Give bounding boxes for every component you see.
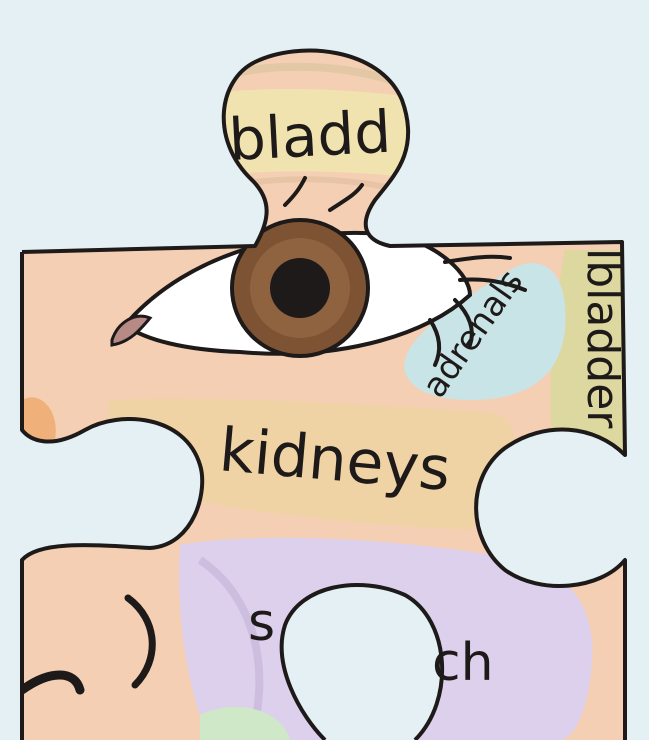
label-bladder-tab: bladd [227, 98, 392, 174]
label-stomach-left: s [248, 593, 275, 653]
pupil [270, 258, 330, 318]
label-gallbladder: lbladder [577, 248, 628, 429]
label-stomach-right: ch [432, 633, 494, 693]
